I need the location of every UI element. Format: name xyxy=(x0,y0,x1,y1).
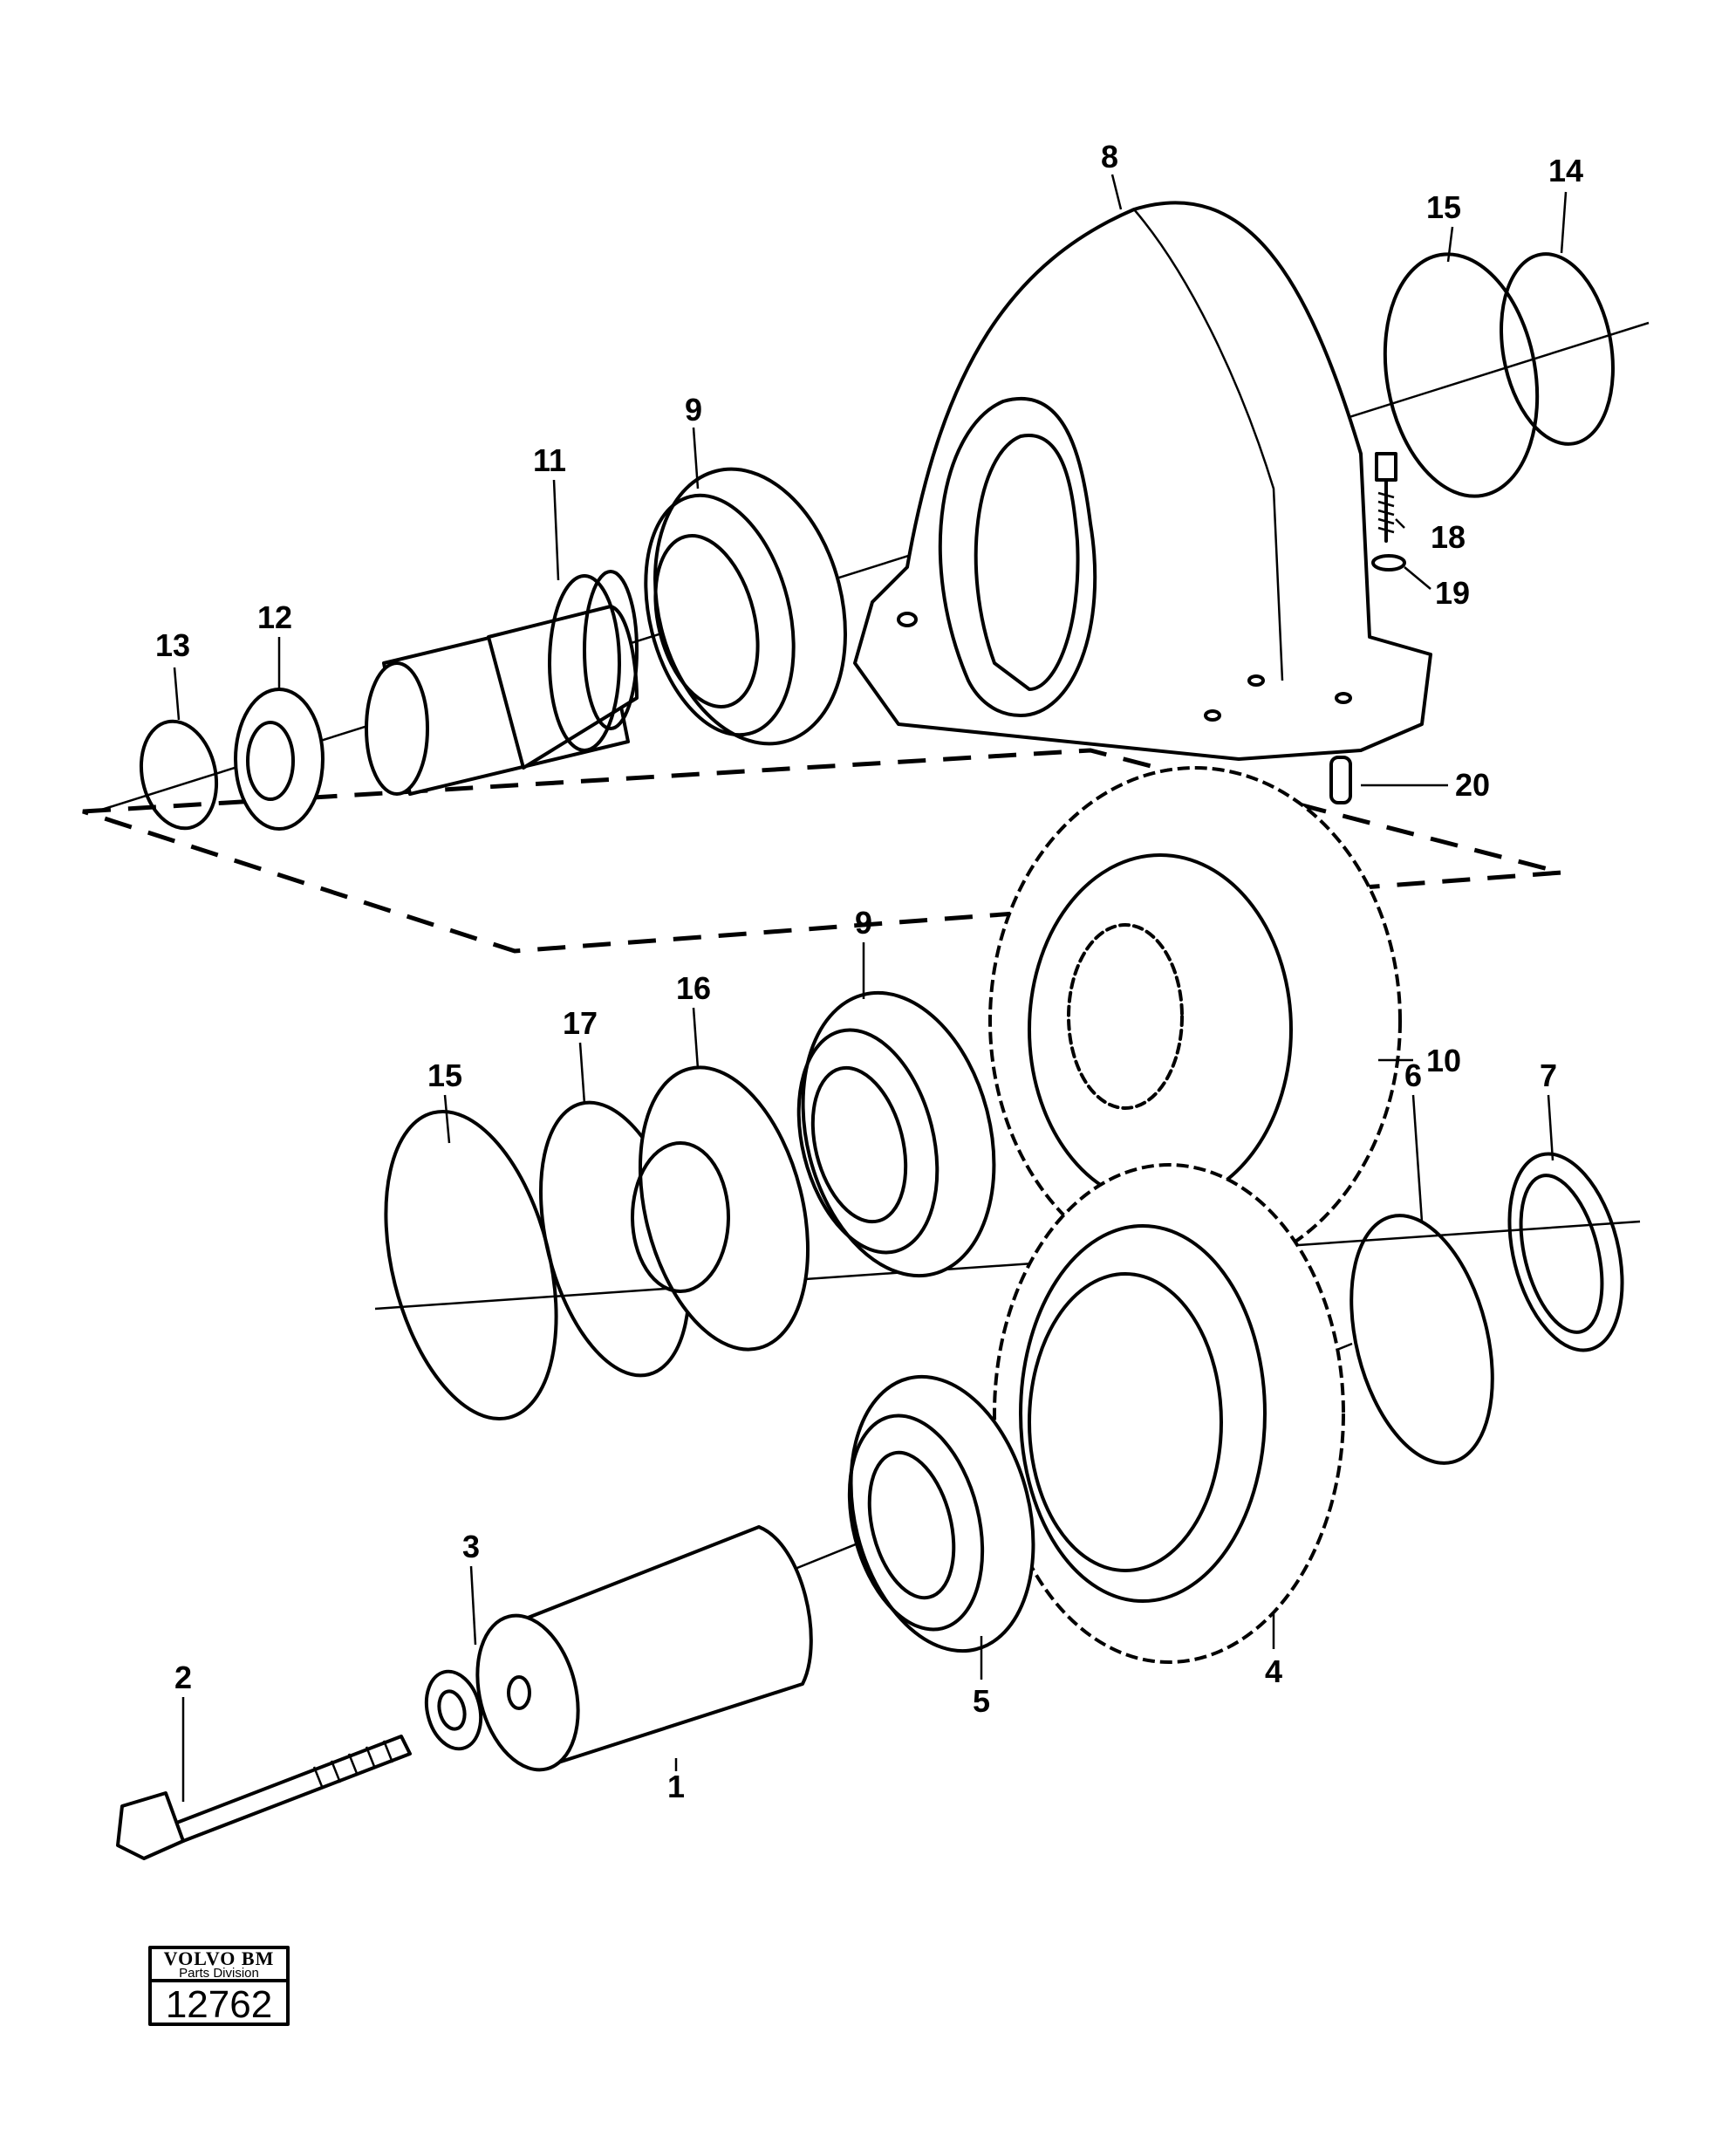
housing-washer xyxy=(1371,554,1406,572)
callout-4: 4 xyxy=(1265,1653,1282,1689)
callout-10: 10 xyxy=(1426,1043,1461,1078)
callout-11: 11 xyxy=(533,442,566,478)
shaft-11 xyxy=(365,570,639,796)
gear-4 xyxy=(993,1163,1345,1664)
subassembly-dashed-outline xyxy=(82,748,1562,954)
bearing-upper-9 xyxy=(644,467,847,746)
shaft-1 xyxy=(475,1525,813,1772)
callout-15-upper: 15 xyxy=(1426,189,1461,225)
circlip-upper-15 xyxy=(1383,252,1540,498)
bearing-lower-9 xyxy=(796,990,996,1278)
housing-bolt xyxy=(1375,452,1397,543)
callout-8: 8 xyxy=(1101,139,1118,175)
bolt-2 xyxy=(116,1735,412,1860)
callout-14: 14 xyxy=(1548,153,1583,188)
callout-6: 6 xyxy=(1404,1057,1422,1093)
splined-sleeve-12 xyxy=(234,688,325,831)
callout-9-upper: 9 xyxy=(685,392,702,428)
callout-15-lower: 15 xyxy=(427,1057,462,1093)
logo-brand: VOLVO BM xyxy=(164,1947,275,1969)
callout-5: 5 xyxy=(973,1683,990,1719)
circlip-6 xyxy=(1349,1214,1494,1465)
bearing-5 xyxy=(847,1374,1035,1653)
leader-lines xyxy=(173,174,1568,1802)
callout-13: 13 xyxy=(155,627,190,663)
callout-17: 17 xyxy=(563,1005,598,1041)
circlip-upper-14 xyxy=(1500,252,1615,446)
logo-division: Parts Division xyxy=(179,1966,259,1981)
volvo-bm-logo: VOLVO BM Parts Division 12762 xyxy=(148,1946,290,2026)
callout-3: 3 xyxy=(462,1529,480,1564)
callout-16: 16 xyxy=(676,970,711,1006)
callout-9-lower: 9 xyxy=(855,905,872,941)
callout-18: 18 xyxy=(1431,519,1466,555)
washer-3 xyxy=(424,1669,483,1751)
callout-2: 2 xyxy=(174,1660,192,1695)
thrust-washer-7 xyxy=(1507,1152,1624,1352)
logo-number: 12762 xyxy=(166,1983,272,2026)
callout-19: 19 xyxy=(1435,575,1470,611)
snap-ring-13 xyxy=(139,719,219,831)
dowel-pin xyxy=(1329,756,1352,804)
piston-16 xyxy=(631,1065,810,1352)
callout-labels: 8 15 14 18 19 20 9 11 12 13 9 16 17 15 1… xyxy=(155,139,1583,1804)
callout-20: 20 xyxy=(1455,767,1490,803)
gear-housing xyxy=(853,201,1432,761)
callout-7: 7 xyxy=(1540,1057,1557,1093)
callout-1: 1 xyxy=(667,1769,685,1804)
callout-12: 12 xyxy=(257,599,292,635)
